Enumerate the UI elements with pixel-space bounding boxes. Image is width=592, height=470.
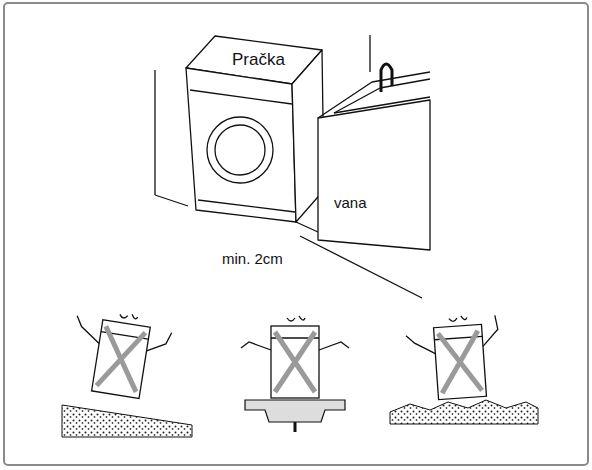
cartoon-arm bbox=[241, 342, 271, 350]
cartoon-arm bbox=[147, 329, 172, 354]
cartoon-arm bbox=[406, 334, 435, 356]
cartoon-arm bbox=[319, 342, 349, 350]
wrong-pedestal-figure bbox=[241, 316, 349, 432]
room-scene bbox=[155, 35, 430, 298]
tub-faucet bbox=[381, 64, 392, 92]
frame bbox=[4, 3, 588, 465]
wrong-uneven-figure bbox=[390, 313, 538, 424]
cartoon-hair bbox=[449, 315, 467, 321]
floor-line bbox=[296, 222, 318, 232]
cartoon-body bbox=[434, 324, 487, 399]
machine-door bbox=[207, 117, 273, 183]
cartoon-hair bbox=[287, 316, 305, 321]
tub-rim bbox=[318, 72, 430, 118]
cross-mark bbox=[275, 332, 315, 392]
machine-door-glass bbox=[215, 125, 265, 175]
dimension-label: min. 2cm bbox=[222, 250, 283, 267]
cross-mark bbox=[96, 326, 145, 392]
cartoon-arm bbox=[73, 316, 102, 344]
wrong-slope-figure bbox=[62, 306, 192, 437]
wall-line bbox=[369, 35, 370, 72]
tub-inner-rim bbox=[334, 97, 430, 113]
pedestal bbox=[245, 400, 345, 422]
tub-label: vana bbox=[334, 194, 367, 211]
machine-panel-line bbox=[190, 90, 292, 104]
cross-mark bbox=[275, 332, 315, 392]
cartoon-body bbox=[92, 320, 151, 399]
cartoon-body bbox=[271, 326, 319, 398]
machine-base-line bbox=[198, 200, 295, 212]
pedestal-foot bbox=[294, 422, 297, 432]
cross-mark bbox=[438, 331, 482, 394]
machine-cartoon bbox=[241, 316, 349, 398]
uneven-ground bbox=[390, 400, 538, 424]
appliance-label: Pračka bbox=[232, 50, 285, 70]
sloped-ground bbox=[62, 405, 192, 437]
machine-cartoon bbox=[405, 313, 502, 401]
wall-line bbox=[154, 70, 155, 195]
floor-line bbox=[155, 195, 188, 206]
cartoon-arm bbox=[481, 315, 499, 346]
machine-front bbox=[186, 68, 296, 222]
machine-cartoon bbox=[66, 306, 174, 402]
floor-line bbox=[300, 236, 422, 298]
tub-front bbox=[318, 100, 430, 250]
cross-mark bbox=[96, 326, 145, 392]
cross-mark bbox=[438, 331, 482, 394]
cartoon-hair bbox=[119, 312, 138, 320]
